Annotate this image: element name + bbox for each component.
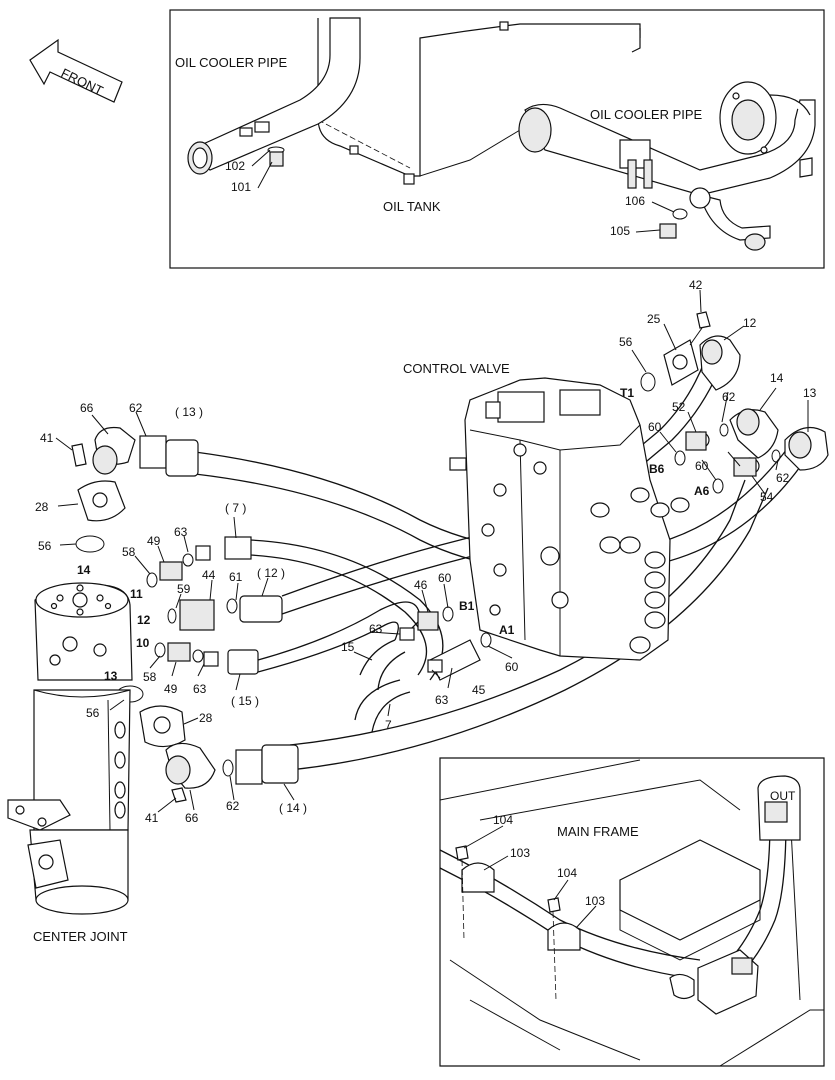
callout-103-b: 103 [585, 894, 605, 908]
callout-52: 52 [672, 400, 686, 414]
port-cj-13: 13 [104, 669, 118, 683]
center-joint: CENTER JOINT [7, 582, 133, 944]
callout-60-d: 60 [505, 660, 519, 674]
callout-104-a: 104 [493, 813, 513, 827]
callout-60-c: 60 [438, 571, 452, 585]
callout-105: 105 [610, 224, 630, 238]
main-frame-title: MAIN FRAME [557, 824, 639, 839]
port-b1: B1 [459, 599, 475, 613]
port-t1: T1 [620, 386, 634, 400]
callout-42: 42 [689, 278, 703, 292]
oil-cooler-pipe-right-title: OIL COOLER PIPE [590, 107, 703, 122]
callout-46: 46 [414, 578, 428, 592]
control-valve-title: CONTROL VALVE [403, 361, 510, 376]
port-b6: B6 [649, 462, 665, 476]
callout-66-top: 66 [80, 401, 94, 415]
callout-44: 44 [202, 568, 216, 582]
callout-63-c: 63 [193, 682, 207, 696]
callout-104-b: 104 [557, 866, 577, 880]
oil-tank-inset: OIL COOLER PIPE OIL COOLER PIPE OIL TANK… [169, 9, 825, 269]
port-cj-11: 11 [130, 587, 143, 601]
control-valve: CONTROL VALVE [403, 361, 690, 661]
callout-54: 54 [760, 490, 774, 504]
oil-cooler-pipe-left-title: OIL COOLER PIPE [175, 55, 288, 70]
callout-7: 7 [385, 718, 392, 732]
leader-lines [55, 289, 809, 929]
left-fittings [71, 426, 299, 803]
callout-63-b: 63 [369, 622, 383, 636]
callout-58-bottom: 58 [143, 670, 157, 684]
callout-63-top: 63 [174, 525, 188, 539]
callout-62-left: 62 [129, 401, 143, 415]
callout-102: 102 [225, 159, 245, 173]
callout-59: 59 [177, 582, 191, 596]
out-label: OUT [770, 789, 796, 803]
callout-66-bottom: 66 [185, 811, 199, 825]
callout-12: 12 [743, 316, 757, 330]
callout-15: 15 [341, 640, 355, 654]
callout-13: 13 [803, 386, 817, 400]
callout-62-right: 62 [776, 471, 790, 485]
callout-101: 101 [231, 180, 251, 194]
callout-45: 45 [472, 683, 486, 697]
callout-60-b: 60 [695, 459, 709, 473]
callout-41-bottom: 41 [145, 811, 159, 825]
callout-56-bottom: 56 [86, 706, 100, 720]
callout-58-top: 58 [122, 545, 136, 559]
front-arrow-icon: FRONT [29, 38, 123, 103]
callout-25: 25 [647, 312, 661, 326]
callout-56-top: 56 [619, 335, 633, 349]
callout-56-left: 56 [38, 539, 52, 553]
port-cj-12: 12 [137, 613, 151, 627]
port-cj-14: 14 [77, 563, 91, 577]
callout-49-top: 49 [147, 534, 161, 548]
oil-tank-title: OIL TANK [383, 199, 441, 214]
port-a1: A1 [499, 623, 515, 637]
callout-49-bottom: 49 [164, 682, 178, 696]
callout-28-bottom: 28 [199, 711, 213, 725]
callout-28-top: 28 [35, 500, 49, 514]
callout-41-top: 41 [40, 431, 54, 445]
main-frame-inset: OUT MAIN FRAME [439, 757, 825, 1067]
callout-7-paren: ( 7 ) [225, 501, 246, 515]
callout-14: 14 [770, 371, 784, 385]
center-joint-title: CENTER JOINT [33, 929, 128, 944]
callout-63-d: 63 [435, 693, 449, 707]
callout-14-paren: ( 14 ) [279, 801, 307, 815]
callout-13-paren: ( 13 ) [175, 405, 203, 419]
callout-103-a: 103 [510, 846, 530, 860]
valve-fittings [399, 311, 829, 681]
callouts: 42 25 12 56 T1 52 62 14 13 60 60 B6 A6 6… [35, 278, 817, 908]
callout-62-bottom: 62 [226, 799, 240, 813]
callout-12-paren: ( 12 ) [257, 566, 285, 580]
port-cj-10: 10 [136, 636, 150, 650]
callout-62-top: 62 [722, 390, 736, 404]
callout-60-a: 60 [648, 420, 662, 434]
callout-15-paren: ( 15 ) [231, 694, 259, 708]
callout-106: 106 [625, 194, 645, 208]
port-a6: A6 [694, 484, 710, 498]
callout-61: 61 [229, 570, 243, 584]
